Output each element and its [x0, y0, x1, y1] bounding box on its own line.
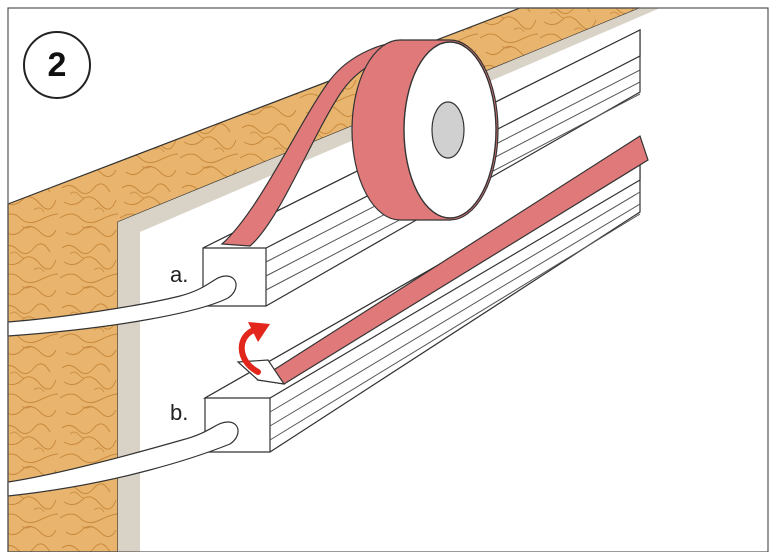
label-a: a.	[170, 262, 189, 287]
curved-arrow-icon	[238, 322, 270, 375]
label-b: b.	[170, 400, 189, 425]
tape-roll	[351, 39, 499, 221]
cable-a	[7, 275, 237, 337]
cable-b	[7, 421, 239, 497]
step-number-badge: 2	[23, 31, 91, 99]
step-number: 2	[47, 45, 67, 84]
figure-frame	[7, 7, 769, 552]
